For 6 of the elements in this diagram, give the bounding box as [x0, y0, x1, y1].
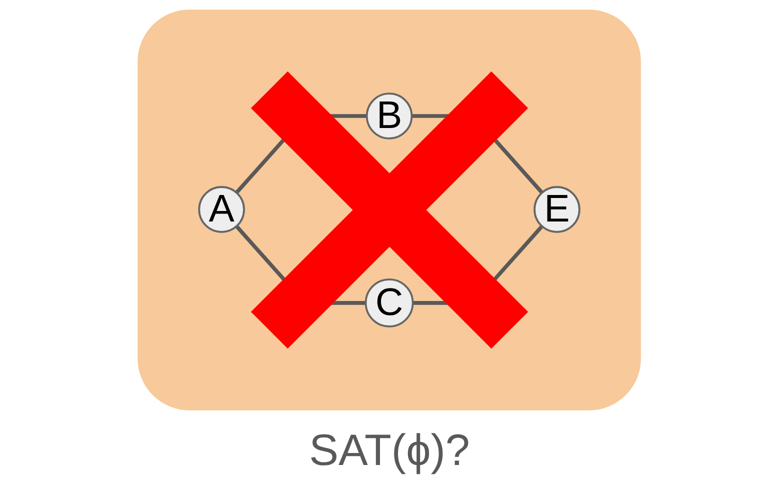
node-circle: B [366, 92, 413, 140]
caption: SAT(ϕ)? [308, 426, 471, 476]
node-circle: C [365, 278, 414, 328]
node-circle: A [198, 186, 246, 233]
cluster [138, 10, 642, 410]
node-circle: E [534, 186, 581, 233]
